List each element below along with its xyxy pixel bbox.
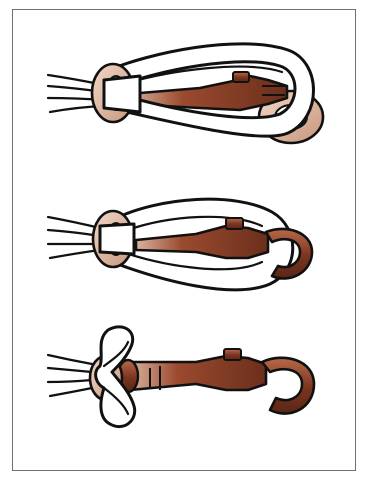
step-2-figure (48, 199, 312, 290)
step-3-figure (48, 327, 314, 427)
step-3-rope-strands (48, 355, 92, 396)
step-1-figure (48, 44, 323, 143)
step-3-hook-curl (262, 358, 314, 414)
